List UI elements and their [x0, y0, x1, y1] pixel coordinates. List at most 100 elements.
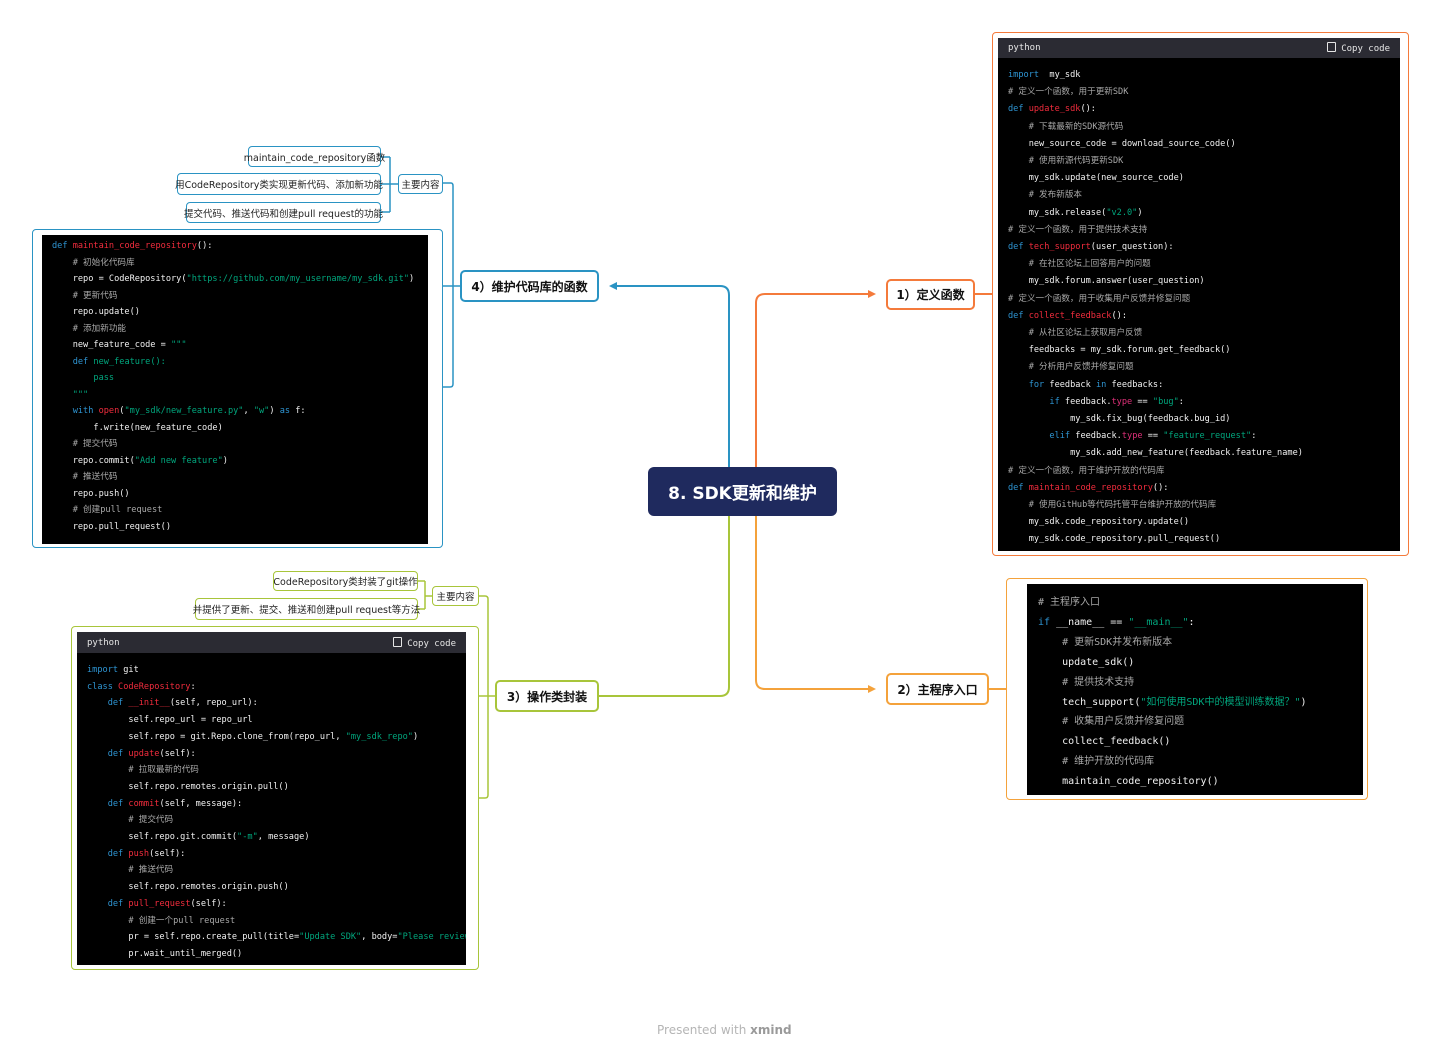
code-line: # 在社区论坛上回答用户的问题: [1008, 259, 1151, 270]
code-line: repo.update(): [52, 307, 140, 317]
topic-main-entry[interactable]: 2）主程序入口: [886, 673, 989, 705]
note-maintain-item-3[interactable]: 提交代码、推送代码和创建pull request的功能: [184, 202, 383, 223]
copy-code-label: Copy code: [407, 638, 456, 649]
code-line: new_source_code = download_source_code(): [1008, 138, 1236, 149]
code-header: python Copy code: [77, 632, 466, 653]
code-line: for feedback in feedbacks:: [1008, 379, 1164, 390]
code-line: repo = CodeRepository("https://github.co…: [52, 274, 415, 284]
code-line: # 创建一个pull request: [87, 915, 236, 926]
code-lines: import git class CodeRepository: def __in…: [77, 653, 466, 963]
code-line: import git: [87, 665, 139, 675]
code-line: def pull_request(self):: [87, 898, 227, 909]
code-line: # 使用新源代码更新SDK: [1008, 156, 1124, 167]
code-block-maintain: def maintain_code_repository(): # 初始化代码库…: [42, 235, 428, 544]
footer-credit: Presented with xmind: [657, 1023, 797, 1039]
code-line: # 分析用户反馈并修复问题: [1008, 362, 1134, 373]
topic-class-wrap[interactable]: 3）操作类封装: [495, 680, 599, 712]
code-block-class: python Copy code import git class CodeRep…: [77, 632, 466, 965]
copy-code-button[interactable]: Copy code: [1327, 42, 1390, 54]
code-lang-label: python: [87, 637, 120, 648]
code-line: def update(self):: [87, 748, 196, 759]
copy-icon: [1327, 42, 1337, 52]
note-maintain-item-2[interactable]: 用CodeRepository类实现更新代码、添加新功能: [175, 173, 383, 195]
code-line: tech_support("如何使用SDK中的模型训练数据？"): [1038, 696, 1307, 708]
copy-code-label: Copy code: [1341, 44, 1390, 54]
note-class-item-1[interactable]: CodeRepository类封装了git操作: [273, 571, 418, 591]
code-line: def maintain_code_repository():: [1008, 482, 1169, 493]
xmind-logo: xmind: [750, 1023, 792, 1037]
code-line: my_sdk.forum.answer(user_question): [1008, 276, 1205, 287]
code-lines: import my_sdk # 定义一个函数，用于更新SDK def update_…: [998, 58, 1400, 549]
topic-maintain-repo[interactable]: 4）维护代码库的函数: [460, 270, 599, 302]
topic-define-functions[interactable]: 1）定义函数: [886, 279, 975, 310]
code-line: my_sdk.add_new_feature(feedback.feature_…: [1008, 448, 1303, 459]
code-line: # 定义一个函数，用于更新SDK: [1008, 87, 1129, 98]
code-line: my_sdk.code_repository.update(): [1008, 517, 1190, 528]
code-line: # 更新代码: [52, 290, 118, 301]
code-line: # 定义一个函数，用于维护开放的代码库: [1008, 465, 1165, 476]
copy-icon: [393, 636, 403, 647]
code-line: self.repo_url = repo_url: [87, 715, 253, 726]
code-frame-main: # 主程序入口 if __name__ == "__main__": # 更新SD…: [1006, 578, 1368, 800]
code-line: def __init__(self, repo_url):: [87, 698, 258, 709]
code-line: my_sdk.update(new_source_code): [1008, 173, 1184, 184]
code-line: # 创建pull request: [52, 505, 163, 515]
code-line: def collect_feedback():: [1008, 310, 1128, 321]
code-line: pr = self.repo.create_pull(title="Update…: [87, 932, 466, 943]
central-topic[interactable]: 8. SDK更新和维护: [648, 467, 837, 516]
note-maintain-item-1[interactable]: maintain_code_repository函数: [244, 146, 385, 167]
code-line: def commit(self, message):: [87, 798, 243, 809]
code-frame-class: python Copy code import git class CodeRep…: [71, 626, 479, 970]
code-line: # 维护开放的代码库: [1038, 756, 1155, 768]
code-block-main: # 主程序入口 if __name__ == "__main__": # 更新SD…: [1027, 584, 1363, 795]
code-line: """: [52, 389, 89, 400]
code-line: if __name__ == "__main__":: [1038, 616, 1195, 628]
code-line: def push(self):: [87, 848, 186, 859]
code-line: # 推送代码: [87, 865, 174, 876]
code-lines: # 主程序入口 if __name__ == "__main__": # 更新SD…: [1027, 584, 1363, 792]
code-line: # 从社区论坛上获取用户反馈: [1008, 328, 1143, 339]
code-line: import my_sdk: [1008, 70, 1081, 80]
code-line: # 更新SDK并发布新版本: [1038, 636, 1173, 648]
code-frame-define: python Copy code import my_sdk # 定义一个函数，用…: [992, 32, 1409, 556]
note-group-label-class[interactable]: 主要内容: [432, 586, 479, 606]
code-line: def update_sdk():: [1008, 104, 1096, 115]
code-line: my_sdk.fix_bug(feedback.bug_id): [1008, 414, 1231, 425]
code-line: new_feature_code = """: [52, 340, 187, 350]
code-line: # 提交代码: [52, 439, 118, 449]
code-header: python Copy code: [998, 38, 1400, 58]
code-lang-label: python: [1008, 43, 1041, 53]
code-line: def tech_support(user_question):: [1008, 242, 1174, 253]
code-line: self.repo.remotes.origin.push(): [87, 882, 289, 893]
code-frame-maintain: def maintain_code_repository(): # 初始化代码库…: [32, 229, 443, 548]
code-line: elif feedback.type == "feature_request":: [1008, 431, 1257, 442]
code-line: f.write(new_feature_code): [52, 422, 223, 433]
code-line: self.repo.remotes.origin.pull(): [87, 781, 289, 792]
code-line: # 使用GitHub等代码托管平台维护开放的代码库: [1008, 500, 1217, 511]
code-line: # 提交代码: [87, 815, 174, 826]
code-line: self.repo = git.Repo.clone_from(repo_url…: [87, 731, 419, 742]
note-class-item-2[interactable]: 并提供了更新、提交、推送和创建pull request等方法: [193, 598, 420, 620]
code-line: # 定义一个函数，用于收集用户反馈并修复问题: [1008, 293, 1191, 304]
code-line: repo.push(): [52, 488, 130, 499]
code-line: # 主程序入口: [1038, 597, 1101, 608]
code-line: self.repo.git.commit("-m", message): [87, 832, 310, 843]
code-line: update_sdk(): [1038, 656, 1135, 668]
copy-code-button[interactable]: Copy code: [393, 636, 456, 649]
note-group-label-maintain[interactable]: 主要内容: [398, 174, 443, 194]
code-line: maintain_code_repository(): [1038, 776, 1219, 788]
code-line: # 初始化代码库: [52, 257, 135, 268]
code-line: # 发布新版本: [1008, 190, 1083, 201]
code-line: repo.pull_request(): [52, 521, 171, 532]
code-line: def maintain_code_repository():: [52, 241, 213, 251]
code-block-define: python Copy code import my_sdk # 定义一个函数，用…: [998, 38, 1400, 551]
code-line: # 提供技术支持: [1038, 676, 1135, 688]
code-lines: def maintain_code_repository(): # 初始化代码库…: [42, 235, 428, 535]
code-line: class CodeRepository:: [87, 681, 196, 692]
code-line: # 定义一个函数，用于提供技术支持: [1008, 224, 1148, 235]
code-line: feedbacks = my_sdk.forum.get_feedback(): [1008, 345, 1231, 356]
code-line: collect_feedback(): [1038, 736, 1171, 748]
code-line: my_sdk.code_repository.pull_request(): [1008, 534, 1221, 545]
code-line: repo.commit("Add new feature"): [52, 455, 228, 466]
